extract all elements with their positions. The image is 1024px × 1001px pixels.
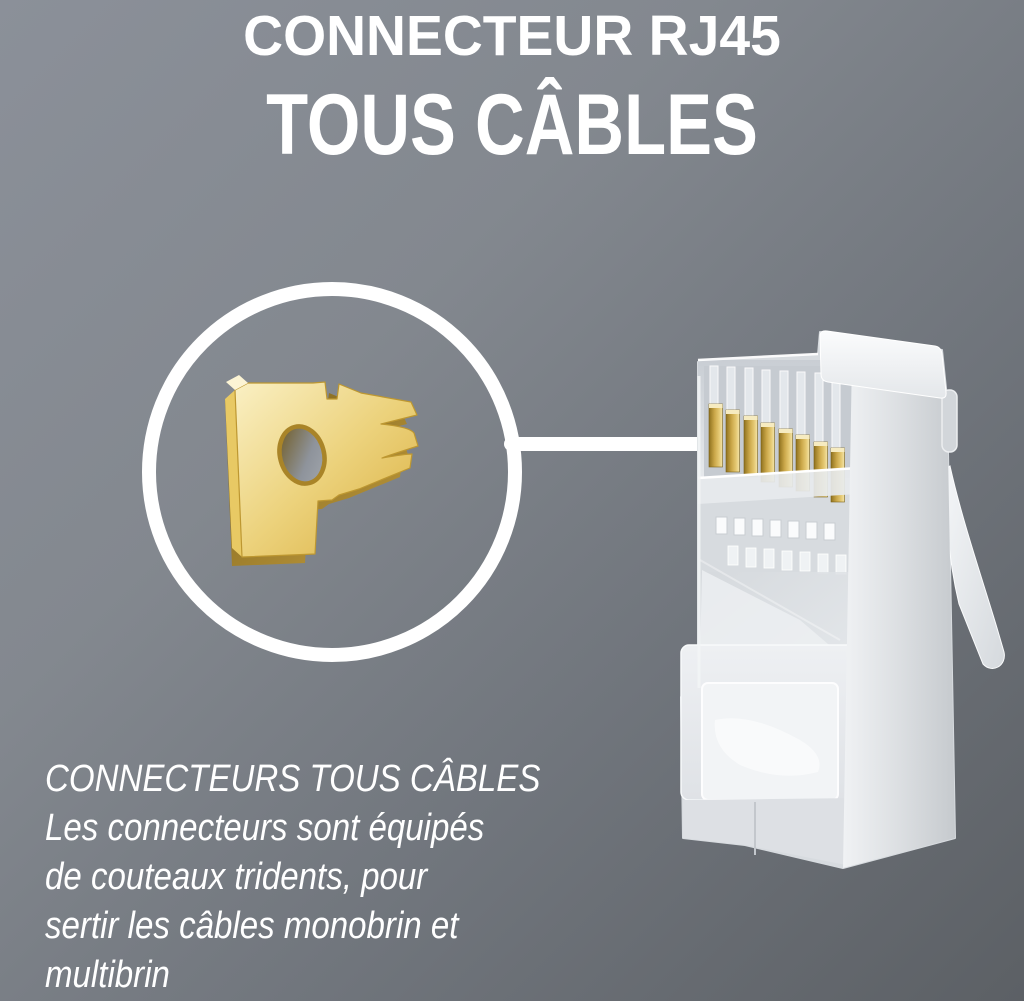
trident-extrusion: [225, 390, 408, 566]
comb-teeth: [709, 365, 841, 449]
trident-hole: [277, 424, 327, 486]
wire-slots: [715, 516, 847, 575]
trident-blade-icon: [225, 375, 419, 566]
caption-text: Les connecteurs sont équipés de couteaux…: [45, 807, 485, 996]
pin-top-highlights: [709, 404, 845, 452]
latch-root-notch: [941, 389, 958, 453]
strain-latch: [945, 465, 1005, 669]
caption-heading: CONNECTEURS TOUS CÂBLES: [45, 758, 541, 800]
top-tab: [819, 330, 947, 399]
page-subtitle: TOUS CÂBLES: [266, 77, 758, 173]
page-title: CONNECTEUR RJ45: [243, 4, 781, 68]
connector-side-panel: [843, 358, 955, 868]
trident-front-face: [226, 375, 419, 558]
leader-line: [504, 437, 716, 451]
boot-section: [680, 644, 861, 865]
caption-block: CONNECTEURS TOUS CÂBLES Les connecteurs …: [45, 706, 602, 1000]
rj45-connector-illustration: [680, 330, 1005, 869]
